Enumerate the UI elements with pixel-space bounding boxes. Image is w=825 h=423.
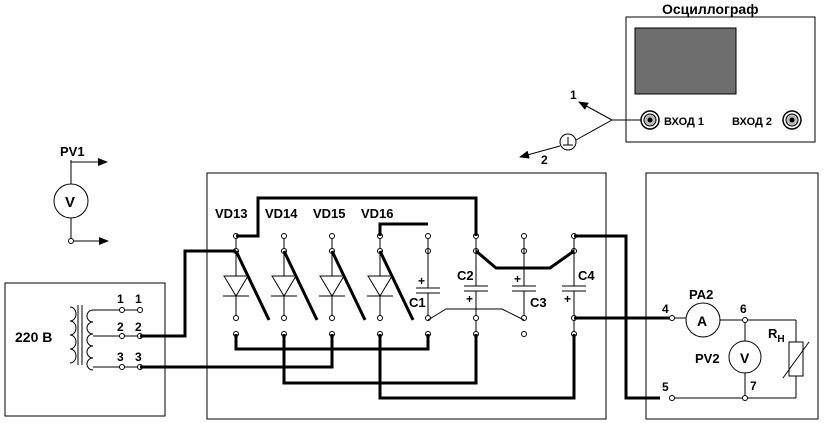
oscilloscope-screen	[634, 27, 737, 95]
input2-label: ВХОД 2	[732, 116, 772, 128]
oscilloscope-title: Осциллограф	[662, 1, 758, 17]
load-box	[645, 172, 819, 420]
capacitor-label-c3: C3	[530, 295, 547, 310]
probe-ground-icon	[559, 133, 577, 151]
input1-label: ВХОД 1	[664, 116, 704, 128]
ammeter-symbol: A	[697, 313, 707, 329]
probe-lead-1-label: 1	[570, 88, 577, 102]
oscilloscope-body	[625, 16, 816, 143]
oscilloscope: Осциллограф ВХОД 1 ВХОД 2	[625, 1, 816, 143]
voltmeter-label: PV2	[695, 351, 720, 366]
plus-c2: +	[466, 292, 473, 306]
tap-left-3: 3	[117, 350, 124, 364]
node-7-label: 7	[750, 379, 757, 393]
transformer-box	[4, 282, 166, 417]
plus-c4: +	[564, 292, 571, 306]
capacitor-c1	[416, 238, 440, 316]
pv1-symbol: V	[65, 194, 75, 211]
plus-c3: +	[514, 272, 521, 286]
capacitor-label-c4: C4	[578, 268, 595, 283]
wiring	[140, 196, 670, 400]
load-resistor-icon	[788, 341, 804, 377]
voltmeter-pv1: PV1 V	[53, 144, 109, 245]
node-6-label: 6	[740, 302, 747, 316]
tap-left-2: 2	[117, 320, 124, 334]
voltmeter-symbol: V	[740, 350, 750, 366]
resistor-label-sub: Н	[777, 334, 784, 345]
input1-connector-icon[interactable]	[640, 110, 660, 130]
capacitor-label-c2: C2	[457, 268, 474, 283]
diode-label-vd13: VD13	[215, 206, 248, 221]
capacitor-c3	[512, 238, 536, 316]
node-4-label: 4	[662, 302, 669, 316]
load-panel: 4 5 6 7 A PA2 V PV2 RН	[645, 172, 819, 420]
transformer-primary-label: 220 В	[15, 329, 52, 345]
capacitor-label-c1: C1	[409, 295, 426, 310]
diode-label-vd14: VD14	[265, 206, 298, 221]
probe-lead-2-label: 2	[541, 153, 548, 167]
tap-right-2: 2	[135, 320, 142, 334]
input2-connector-icon[interactable]	[782, 110, 802, 130]
capacitor-c4	[562, 238, 586, 316]
node-5-label: 5	[662, 380, 669, 394]
diode-label-vd15: VD15	[313, 206, 346, 221]
resistor-label-main: R	[768, 326, 778, 341]
tap-right-1: 1	[135, 292, 142, 306]
capacitor-c2	[464, 238, 488, 316]
plus-c1: +	[418, 274, 425, 288]
ammeter-label: PA2	[689, 287, 713, 302]
tap-right-3: 3	[135, 350, 142, 364]
transformer: 220 В 1 1 2 2 3 3	[4, 282, 166, 417]
tap-left-1: 1	[117, 292, 124, 306]
diode-label-vd16: VD16	[361, 206, 394, 221]
resistor-label: RН	[768, 326, 785, 345]
pv1-label: PV1	[60, 144, 85, 159]
rectifier-box	[206, 172, 607, 420]
probe: 1 2	[519, 88, 641, 167]
